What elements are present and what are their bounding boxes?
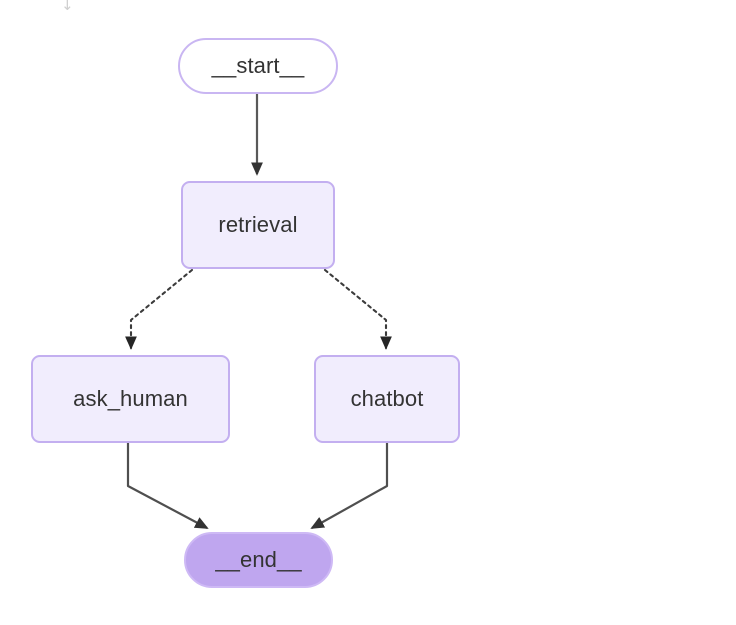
edge-chatbot-to-end (310, 443, 389, 529)
node-chatbot[interactable]: chatbot (314, 355, 460, 443)
node-start-label: __start__ (211, 52, 305, 78)
node-end[interactable]: __end__ (184, 532, 333, 588)
edge-retrieval-to-chatbot (323, 268, 392, 350)
node-chatbot-label: chatbot (350, 385, 424, 411)
node-ask-human-label: ask_human (73, 385, 188, 411)
node-ask-human[interactable]: ask_human (31, 355, 230, 443)
node-end-label: __end__ (215, 546, 302, 572)
node-retrieval[interactable]: retrieval (181, 181, 335, 269)
scroll-down-arrow-icon: ↓ (61, 0, 74, 14)
edge-ask-human-to-end (126, 443, 209, 529)
edge-retrieval-to-ask-human (125, 268, 194, 350)
node-retrieval-label: retrieval (218, 211, 298, 237)
node-start[interactable]: __start__ (178, 38, 338, 94)
